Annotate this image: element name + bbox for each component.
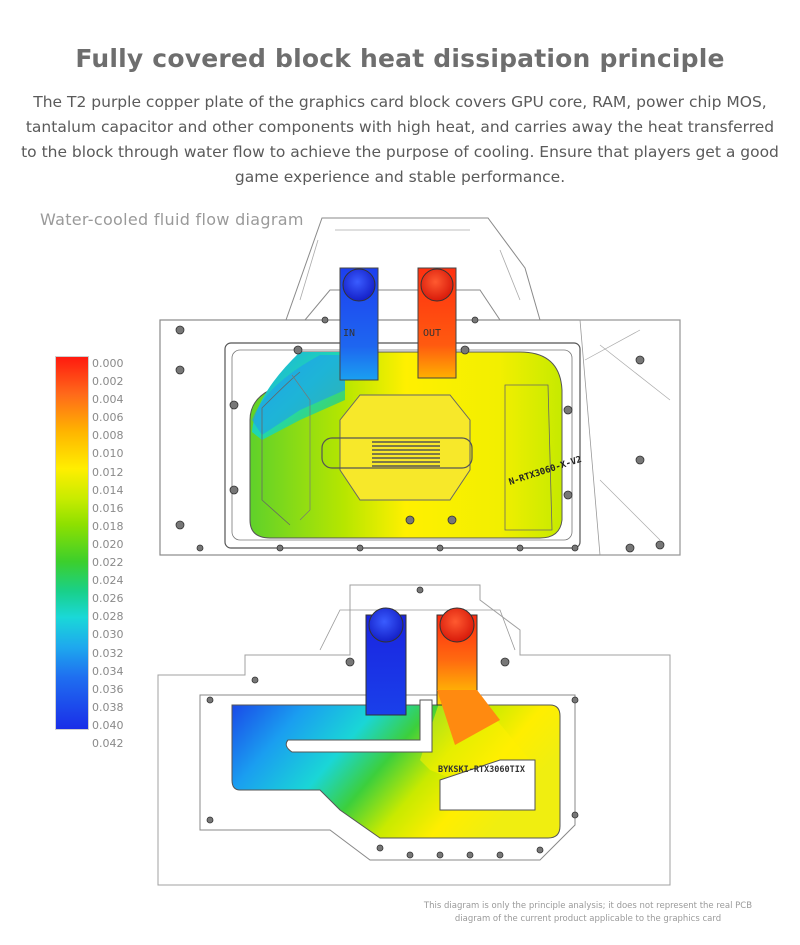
legend-label: 0.030 <box>92 628 124 642</box>
bottom-model-label: BYKSKI-RTX3060TIX <box>438 765 525 775</box>
disclaimer-note: This diagram is only the principle analy… <box>400 900 776 926</box>
fin-stack <box>372 441 440 467</box>
flow-legend-colorbar <box>55 356 89 730</box>
page-title: Fully covered block heat dissipation pri… <box>75 44 725 73</box>
legend-label: 0.018 <box>92 519 124 533</box>
legend-label: 0.026 <box>92 592 124 606</box>
legend-label: 0.002 <box>92 375 124 389</box>
bottom-water-block: BYKSKI-RTX3060TIX <box>157 584 671 886</box>
outlet-label: OUT <box>423 328 441 339</box>
legend-label: 0.028 <box>92 610 124 624</box>
flow-legend-labels: 0.000 0.002 0.004 0.006 0.008 0.010 0.01… <box>92 355 152 753</box>
legend-label: 0.024 <box>92 574 124 588</box>
legend-label: 0.004 <box>92 393 124 407</box>
bottom-mounting-screws <box>206 586 579 859</box>
legend-label: 0.040 <box>92 718 124 732</box>
legend-label: 0.036 <box>92 682 124 696</box>
legend-label: 0.006 <box>92 411 124 425</box>
legend-label: 0.034 <box>92 664 124 678</box>
legend-label: 0.008 <box>92 429 124 443</box>
legend-label: 0.038 <box>92 700 124 714</box>
legend-label: 0.022 <box>92 556 124 570</box>
legend-label: 0.000 <box>92 357 124 370</box>
legend-label: 0.032 <box>92 646 124 660</box>
legend-label: 0.012 <box>92 465 124 479</box>
description-text: The T2 purple copper plate of the graphi… <box>21 93 779 186</box>
top-water-block: IN OUT N-RTX3060-X-V2 <box>159 217 681 556</box>
disclaimer-line-2: diagram of the current product applicabl… <box>454 914 722 924</box>
inlet-label: IN <box>343 328 355 339</box>
legend-label: 0.016 <box>92 501 124 515</box>
legend-label: 0.020 <box>92 537 124 551</box>
mounting-screws <box>175 316 665 553</box>
disclaimer-line-1: This diagram is only the principle analy… <box>423 901 753 911</box>
legend-label: 0.042 <box>92 736 124 750</box>
legend-label: 0.014 <box>92 483 124 497</box>
diagram-subtitle: Water-cooled fluid flow diagram <box>40 210 304 229</box>
legend-label: 0.010 <box>92 447 124 461</box>
